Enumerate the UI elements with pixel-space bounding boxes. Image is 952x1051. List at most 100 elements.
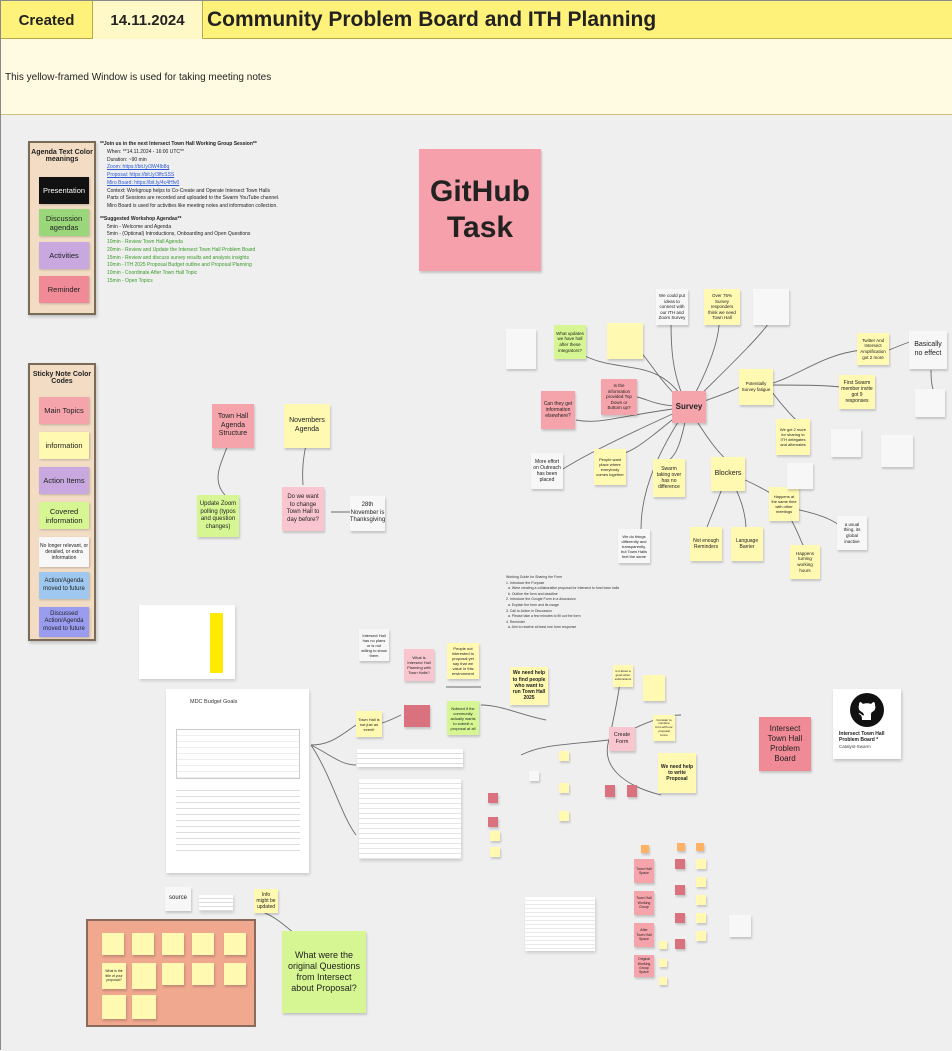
zoom-link[interactable]: Zoom: https://bit.ly/3W4Ib8q (107, 164, 170, 171)
meeting-notes-window[interactable]: This yellow-framed Window is used for ta… (1, 39, 952, 115)
tiny-note[interactable] (696, 913, 706, 923)
swarm-taking-note[interactable]: Swarm taking over has no difference (653, 459, 685, 497)
question-note[interactable] (162, 933, 184, 955)
combine-form-note[interactable]: Consider to combine form with our propos… (653, 715, 675, 741)
original-questions-note[interactable]: What were the original Questions from In… (282, 931, 366, 1013)
town-hall-agenda-note[interactable]: Town Hall Agenda Structure (212, 404, 254, 448)
tiny-note[interactable] (659, 959, 667, 967)
github-task-note[interactable]: GitHub Task (419, 149, 541, 271)
question-note[interactable] (162, 963, 184, 985)
proposal-questions-frame[interactable]: What is the title of your proposal? (86, 919, 256, 1027)
what-is-note[interactable]: What is Intersect Hall Planning with Tow… (404, 649, 434, 681)
source-snippet[interactable] (199, 895, 233, 911)
turning-hours-note[interactable]: Happens turning working hours (790, 545, 820, 579)
two-more-note[interactable]: We got 2 more for sharing to ITH delegat… (776, 419, 810, 455)
thanksgiving-note[interactable]: 28th November is Thanksgiving (350, 496, 385, 531)
tiny-note[interactable] (488, 793, 498, 803)
noticed-note[interactable]: Noticed if the community actually wants … (447, 701, 479, 735)
first-swarm-note[interactable]: First Swarm member invite got 9 response… (839, 375, 875, 409)
spreadsheet-thumbnail[interactable] (139, 605, 235, 679)
source-note[interactable]: source (165, 887, 191, 911)
not-enough-note[interactable]: Not enough Reminders (690, 527, 722, 561)
do-things-note[interactable]: We do things differently and transparent… (618, 529, 650, 563)
same-time-note[interactable]: Happens at the same time with other meet… (769, 487, 799, 521)
what-updates-note[interactable]: What updates we have hall after these in… (554, 325, 586, 359)
top-down-note[interactable]: Is the information provided Top Down or … (601, 379, 637, 415)
tiny-note[interactable] (659, 977, 667, 985)
not-just-event-note[interactable]: Town Hall is not just an event! (356, 711, 382, 737)
language-note[interactable]: Language Barrier (731, 527, 763, 561)
tiny-note[interactable] (675, 939, 685, 949)
ith-problem-board-note[interactable]: Intersect Town Hall Problem Board (759, 717, 811, 771)
table-thumbnail[interactable] (525, 897, 595, 951)
elsewhere-note[interactable]: Can they get information elsewhere? (541, 391, 575, 429)
survey-idea-note[interactable]: We could put ideas to connect with our I… (656, 289, 688, 325)
tiny-note[interactable] (659, 941, 667, 949)
small-yellow-note[interactable] (643, 675, 665, 701)
tiny-note[interactable] (696, 931, 706, 941)
intersect-hall-note[interactable]: Intersect Hall has no plans or is not wi… (359, 629, 389, 661)
tiny-note[interactable] (696, 877, 706, 887)
proposal-link[interactable]: Proposal: https://bit.ly/3ffcSSS (107, 172, 175, 178)
create-form-note[interactable]: Create Form (609, 727, 635, 751)
question-note[interactable] (132, 963, 156, 989)
people-not-note[interactable]: People not interested to proposal yet sa… (447, 643, 479, 679)
tiny-note[interactable] (490, 847, 500, 857)
novembers-agenda-note[interactable]: Novembers Agenda (284, 404, 330, 448)
question-note[interactable] (132, 933, 154, 955)
tiny-note[interactable] (490, 831, 500, 841)
survey-white-note[interactable] (831, 429, 861, 457)
town-hall-wg-note[interactable]: Town Hall Working Group (634, 891, 654, 915)
survey-white-note[interactable] (506, 329, 536, 369)
write-proposal-note[interactable]: We need help to write Proposal (658, 753, 696, 793)
title-question-note[interactable]: What is the title of your proposal? (102, 963, 126, 989)
survey-white-note[interactable] (787, 463, 813, 489)
tiny-note[interactable] (675, 885, 685, 895)
info-updated-note[interactable]: Info might be updated (254, 889, 278, 913)
tiny-note[interactable] (675, 913, 685, 923)
text-snippet[interactable] (357, 749, 463, 767)
board-canvas[interactable] (1, 115, 952, 1051)
github-link-card[interactable]: Intersect Town Hall Problem Board * Cata… (833, 689, 901, 759)
question-note[interactable] (224, 933, 246, 955)
question-note[interactable] (224, 963, 246, 985)
survey-white-note[interactable] (881, 435, 913, 467)
change-day-note[interactable]: Do we want to change Town Hall to day be… (282, 487, 324, 531)
question-note[interactable] (102, 995, 126, 1019)
no-effect-note[interactable]: Basically no effect (909, 331, 947, 369)
twitter-note[interactable]: Twitter And Intersect Amplification got … (857, 333, 889, 365)
small-pink-note[interactable] (404, 705, 430, 727)
survey-fatigue-note[interactable]: Potentially Survey fatigue (739, 369, 773, 405)
tiny-note[interactable] (696, 859, 706, 869)
survey-yellow-note[interactable] (607, 323, 643, 359)
tiny-note[interactable] (488, 817, 498, 827)
tiny-note[interactable] (675, 859, 685, 869)
tiny-white-note[interactable] (729, 915, 751, 937)
town-hall-space-note[interactable]: Town Hall Space (634, 859, 654, 883)
usual-thing-note[interactable]: a usual thing, its global inactive (837, 516, 867, 550)
tiny-note[interactable] (529, 771, 539, 781)
survey-75-note[interactable]: Over 75% Survey responders think we need… (704, 289, 740, 325)
original-wg-note[interactable]: Original Working Group Space (634, 955, 654, 977)
form-document[interactable] (359, 779, 461, 859)
question-note[interactable] (192, 963, 214, 985)
question-note[interactable] (192, 933, 214, 955)
good-submissions-note[interactable]: is it about a good when submissions (613, 665, 633, 687)
budget-document[interactable]: MDC Budget Goals (166, 689, 309, 873)
outreach-note[interactable]: More effort on Outreach has been placed (531, 453, 563, 489)
find-people-note[interactable]: We need help to find people who want to … (510, 667, 548, 705)
tiny-note[interactable] (696, 895, 706, 905)
tiny-note[interactable] (559, 811, 569, 821)
people-want-note[interactable]: People want place where everybody comes … (594, 449, 626, 485)
tiny-note[interactable] (559, 751, 569, 761)
question-note[interactable] (132, 995, 156, 1019)
tiny-note[interactable] (627, 785, 637, 797)
after-town-hall-note[interactable]: After Town Hall Space (634, 923, 654, 947)
miro-link[interactable]: Miro Board: https://bit.ly/4c4Hfv0 (107, 179, 180, 186)
survey-note[interactable]: Survey (672, 391, 706, 423)
blockers-note[interactable]: Blockers (711, 457, 745, 491)
survey-extra-note[interactable] (753, 289, 789, 325)
survey-white-note[interactable] (915, 389, 945, 417)
tiny-note[interactable] (559, 783, 569, 793)
update-zoom-note[interactable]: Update Zoom polling (typos and question … (197, 495, 239, 537)
